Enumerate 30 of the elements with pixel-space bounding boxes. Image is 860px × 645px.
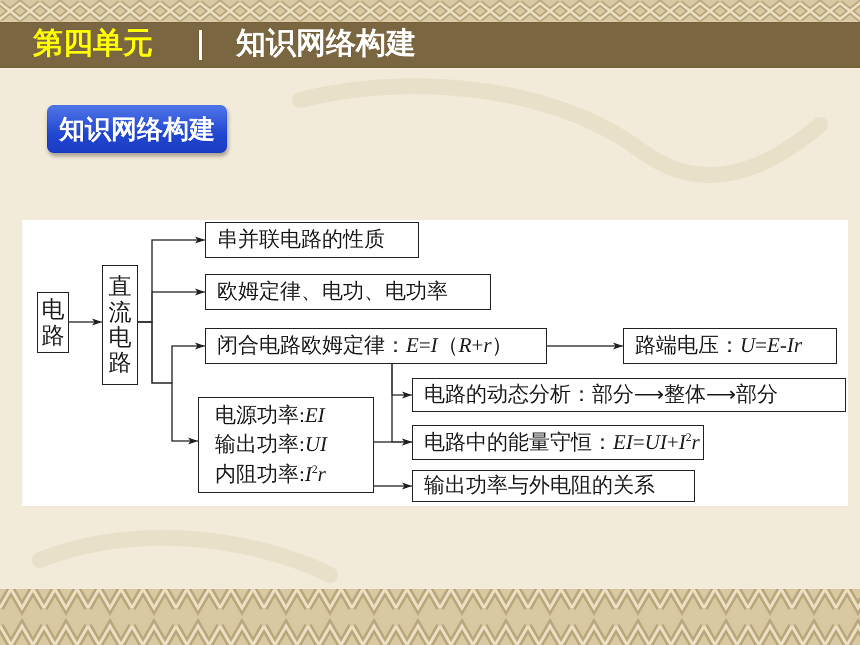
concept-box	[102, 265, 138, 385]
unit-label: 第四单元	[33, 26, 153, 62]
concept-text: 串并联电路的性质	[217, 226, 385, 254]
concept-box	[623, 328, 837, 364]
connector-arrow	[547, 342, 623, 350]
concept-box	[412, 378, 846, 412]
concept-text: 直流电路	[108, 274, 132, 376]
concept-box	[198, 397, 374, 493]
section-heading-tab: 知识网络构建	[47, 105, 227, 153]
concept-text: 输出功率:UI	[215, 431, 328, 458]
connector-arrow	[69, 318, 102, 326]
concept-box	[205, 222, 419, 258]
concept-text: 内阻功率:I$^{2}$r	[215, 460, 326, 488]
concept-box	[412, 425, 704, 460]
connector-arrow	[138, 321, 198, 444]
connector-arrow	[374, 482, 412, 490]
connector-arrow	[374, 438, 412, 446]
concept-text: 电路	[42, 297, 64, 348]
concept-text: 电路的动态分析：部分⟶整体⟶部分	[424, 381, 778, 408]
concept-text: 路端电压：U=E-Ir	[635, 332, 802, 360]
concept-box	[412, 470, 695, 502]
concept-text: 欧姆定律、电功、电功率	[217, 278, 448, 306]
concept-box	[37, 292, 69, 353]
concept-text: 输出功率与外电阻的关系	[424, 472, 655, 500]
concept-text: 电路中的能量守恒：EI=UI+I$^{2}$r	[424, 428, 700, 456]
concept-text: 闭合电路欧姆定律：E=I（R+r）	[217, 332, 513, 360]
slide-title: 知识网络构建	[236, 26, 416, 62]
concept-text: 电源功率:EI	[215, 402, 325, 429]
concept-box	[205, 274, 491, 310]
concept-box	[205, 328, 547, 364]
